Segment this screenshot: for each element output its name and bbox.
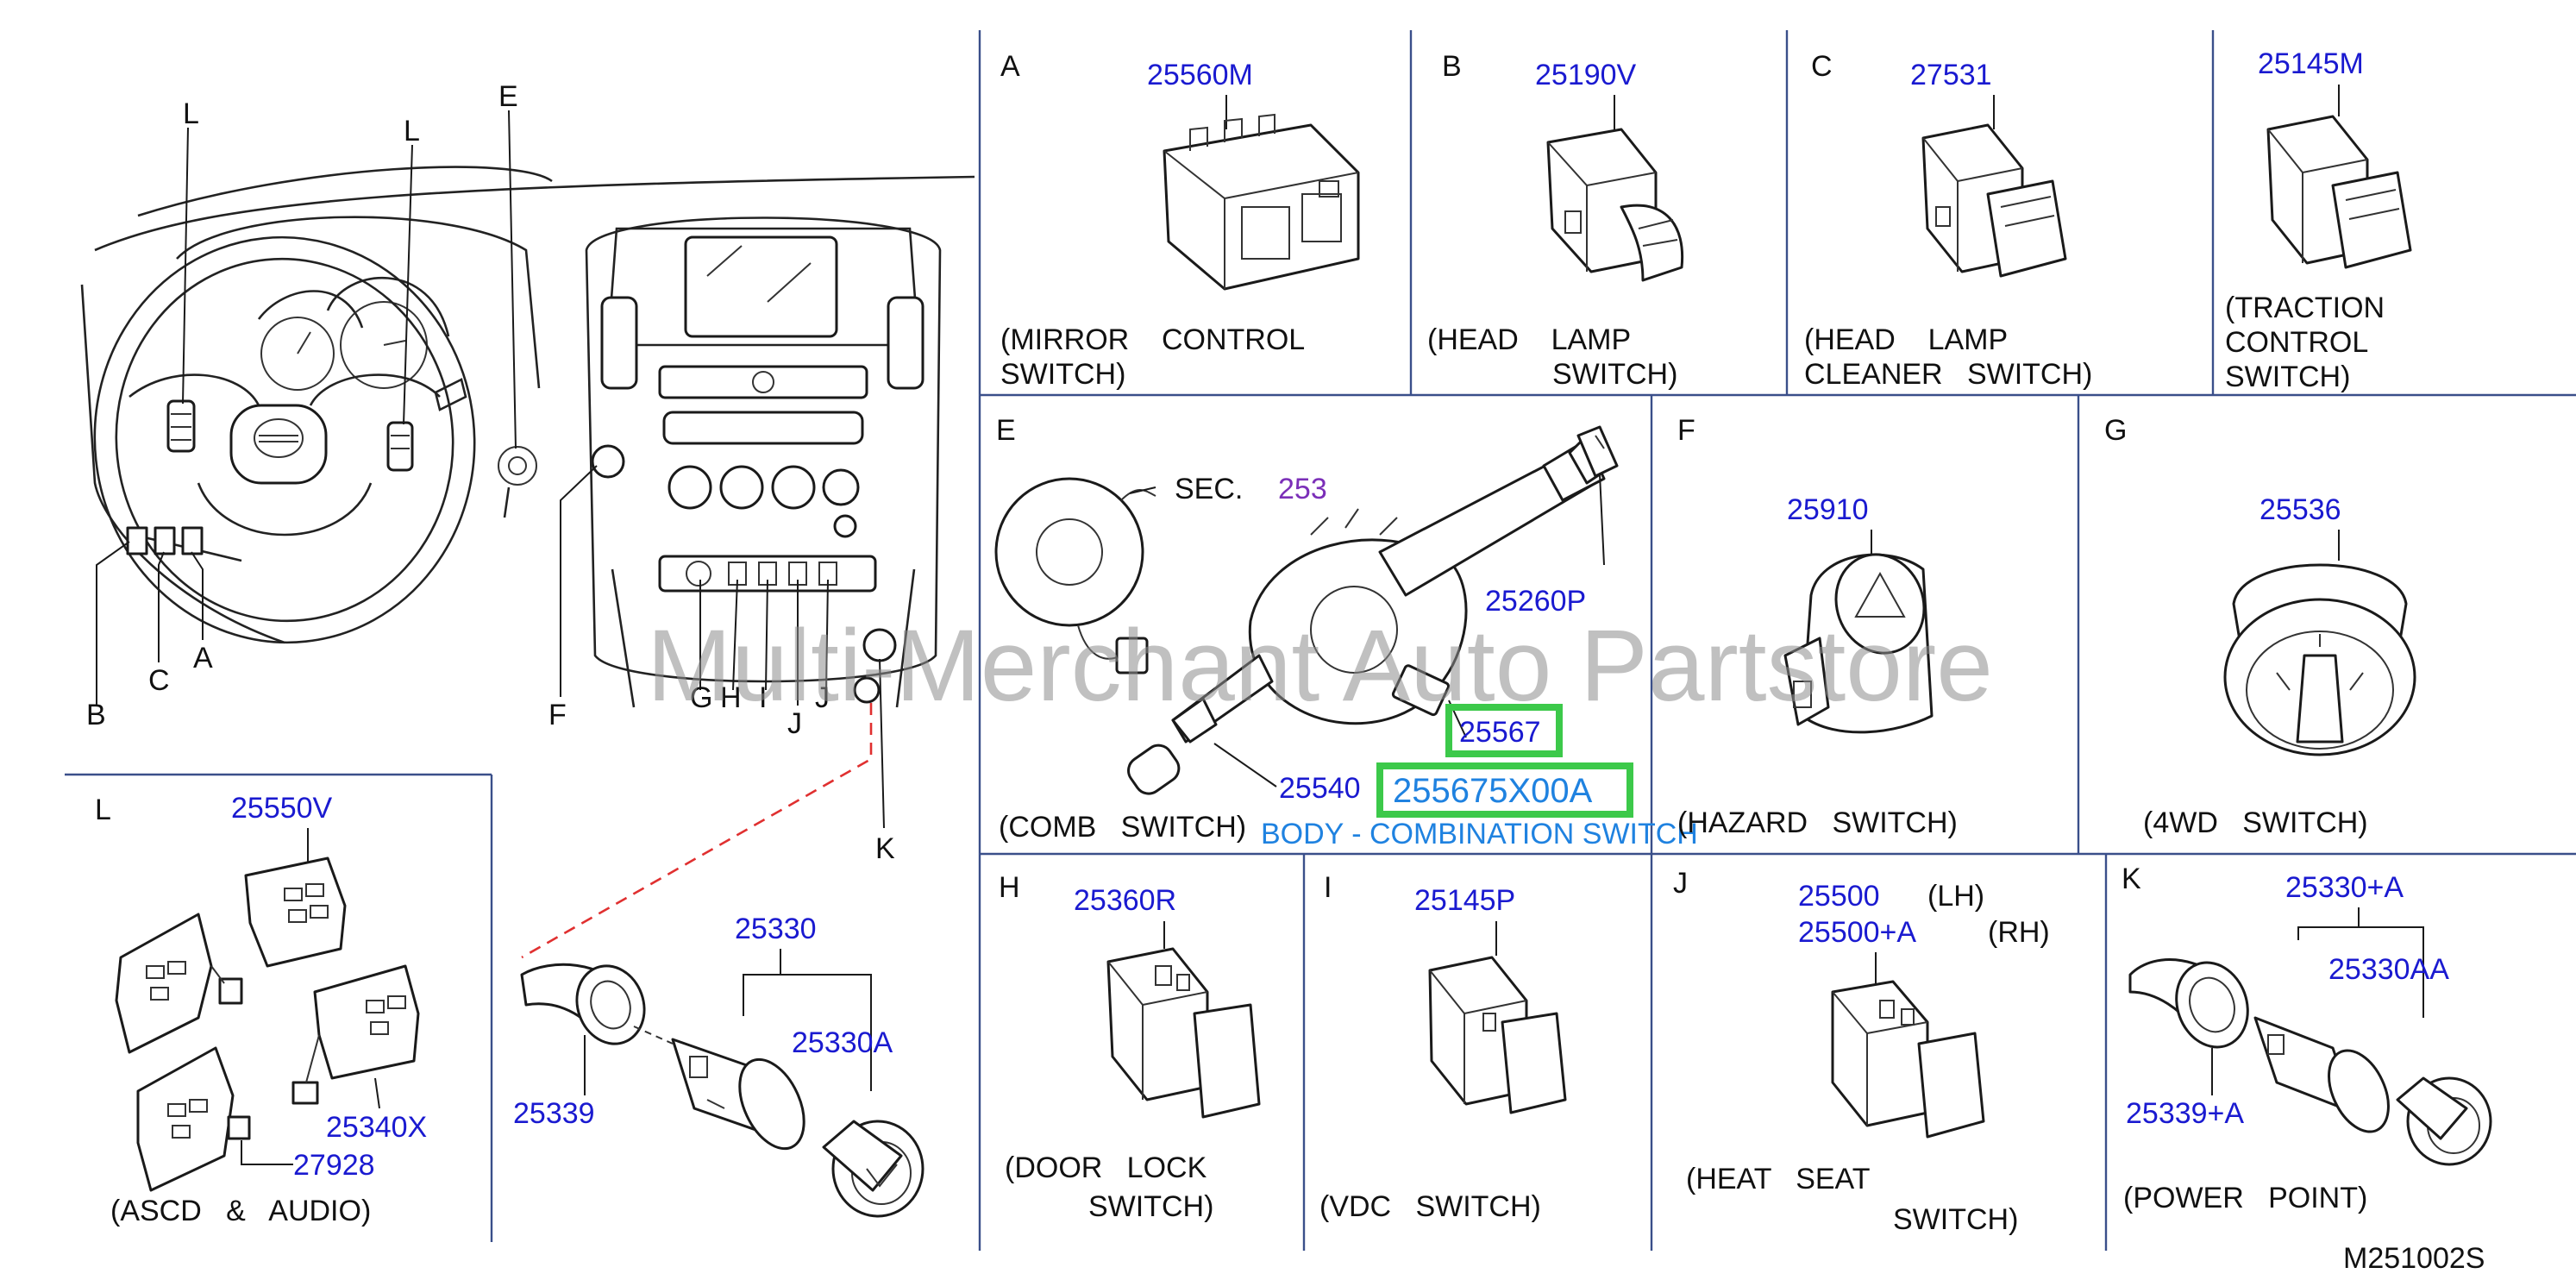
panel-d-part: 25145M: [2258, 47, 2364, 80]
panel-j-side-lh: (LH): [1927, 880, 1984, 913]
letter-j1: J: [787, 707, 802, 740]
panel-d-desc1: (TRACTION: [2225, 292, 2385, 324]
panel-g-desc: (4WD SWITCH): [2143, 806, 2368, 839]
panel-j-letter: J: [1673, 867, 1688, 900]
letter-i: I: [759, 681, 767, 714]
letter-a: A: [193, 642, 213, 675]
letter-j2: J: [815, 681, 830, 714]
letter-f: F: [548, 699, 567, 731]
panel-e-part-25260p: 25260P: [1485, 585, 1586, 618]
letter-b: B: [86, 699, 106, 731]
panel-l-part-25340x: 25340X: [326, 1111, 427, 1144]
panel-g: G 25536 (4WD SWITCH): [2104, 414, 2416, 839]
panel-h-part: 25360R: [1074, 884, 1176, 917]
panel-k-part-25330aa: 25330AA: [2328, 953, 2449, 986]
panel-e-letter: E: [996, 414, 1016, 447]
panel-l-letter: L: [95, 794, 111, 826]
panel-b-desc2: SWITCH): [1552, 358, 1677, 391]
panel-a-desc2: SWITCH): [1000, 358, 1125, 391]
panel-k: K 25330+A 25330AA 25339+A (POWER POINT): [2122, 863, 2492, 1214]
letter-e: E: [498, 80, 518, 113]
panel-h-desc2: SWITCH): [1088, 1190, 1213, 1223]
panel-k-letter: K: [2122, 863, 2141, 895]
watermark: Multi-Merchant Auto Partstore: [647, 609, 1993, 723]
panel-f: F 25910 (HAZARD SWITCH): [1677, 414, 1958, 839]
panel-f-letter: F: [1677, 414, 1695, 447]
panel-k-part-25339a-plus: 25339+A: [2126, 1097, 2244, 1130]
lighter-part-25330: 25330: [735, 913, 817, 945]
panel-e-sec-number: 253: [1278, 473, 1327, 505]
highlight-box-255675x00a: [1376, 762, 1633, 818]
panel-d: 25145M (TRACTION CONTROL SWITCH): [2225, 47, 2412, 393]
panel-l-part-27928: 27928: [293, 1149, 375, 1182]
panel-i-part: 25145P: [1414, 884, 1515, 917]
panel-j: J 25500 (LH) 25500+A (RH) (HEAT SEAT SWI…: [1673, 867, 2050, 1236]
figure-code: M251002S: [2343, 1242, 2485, 1275]
panel-g-part: 25536: [2259, 493, 2341, 526]
panel-c-letter: C: [1811, 50, 1833, 83]
panel-j-part-lh: 25500: [1798, 880, 1880, 913]
letter-l-right: L: [404, 115, 420, 147]
overview-leaders: [96, 110, 885, 959]
panel-i: I 25145P (VDC SWITCH): [1319, 871, 1567, 1223]
panel-c: C 27531 (HEAD LAMP CLEANER SWITCH): [1804, 50, 2092, 391]
overview-letters: L L E B C A F G H I J J K: [86, 80, 895, 865]
letter-g: G: [690, 681, 712, 714]
panel-l-part-25550v: 25550V: [231, 792, 333, 825]
panel-i-letter: I: [1324, 871, 1332, 904]
panel-l-desc: (ASCD & AUDIO): [110, 1195, 371, 1227]
lighter-part-25330a: 25330A: [792, 1026, 893, 1059]
lighter-part-25339: 25339: [513, 1097, 595, 1130]
panel-j-side-rh: (RH): [1988, 916, 2050, 949]
panel-e-body-label: BODY - COMBINATION SWITCH: [1261, 818, 1698, 850]
panel-h-desc1: (DOOR LOCK: [1005, 1151, 1207, 1184]
panel-b-desc1: (HEAD LAMP: [1427, 323, 1631, 356]
panel-c-desc1: (HEAD LAMP: [1804, 323, 2008, 356]
panel-b-part: 25190V: [1535, 59, 1637, 91]
panel-e-part-25540: 25540: [1279, 772, 1361, 805]
panel-a-part: 25560M: [1147, 59, 1253, 91]
panel-g-letter: G: [2104, 414, 2127, 447]
letter-h: H: [720, 681, 742, 714]
panel-a-letter: A: [1000, 50, 1020, 83]
panel-c-part: 27531: [1910, 59, 1992, 91]
panel-j-desc2: SWITCH): [1893, 1203, 2018, 1236]
panel-e-sec-label: SEC.: [1175, 473, 1243, 505]
panel-f-desc: (HAZARD SWITCH): [1677, 806, 1958, 839]
panel-e-part-255675x00a: 255675X00A: [1393, 772, 1593, 810]
panel-d-desc3: SWITCH): [2225, 361, 2350, 393]
panel-h: H 25360R (DOOR LOCK SWITCH): [999, 871, 1261, 1223]
letter-k: K: [875, 832, 895, 865]
panel-a: A 25560M (MIRROR CONTROL SWITCH): [1000, 50, 1360, 391]
panel-e: E SEC. 253 25260P 25567 25540 255675X00A…: [994, 414, 1698, 850]
panel-d-desc2: CONTROL: [2225, 326, 2368, 359]
panel-h-letter: H: [999, 871, 1020, 904]
panel-i-desc: (VDC SWITCH): [1319, 1190, 1541, 1223]
panel-j-desc1: (HEAT SEAT: [1686, 1163, 1870, 1195]
panel-separators: [65, 30, 2576, 1251]
dashboard-overview: [80, 166, 975, 708]
panel-k-desc: (POWER POINT): [2123, 1182, 2367, 1214]
highlight-box-25567: [1445, 704, 1563, 757]
panel-l: L 25550V 25340X 27928 (ASCD & AUDIO): [95, 792, 427, 1227]
panel-e-part-25567: 25567: [1459, 716, 1541, 749]
letter-c: C: [148, 664, 170, 697]
panel-f-part: 25910: [1787, 493, 1869, 526]
panel-a-desc1: (MIRROR CONTROL: [1000, 323, 1305, 356]
panel-lighter: 25330 25330A 25339: [513, 913, 924, 1218]
letter-l-left: L: [183, 97, 199, 130]
panel-k-part-25330a-plus: 25330+A: [2285, 871, 2404, 904]
panel-e-desc: (COMB SWITCH): [999, 811, 1246, 844]
panel-b: B 25190V (HEAD LAMP SWITCH): [1427, 50, 1684, 391]
panel-b-letter: B: [1442, 50, 1462, 83]
panel-j-part-rh: 25500+A: [1798, 916, 1916, 949]
panel-c-desc2: CLEANER SWITCH): [1804, 358, 2092, 391]
